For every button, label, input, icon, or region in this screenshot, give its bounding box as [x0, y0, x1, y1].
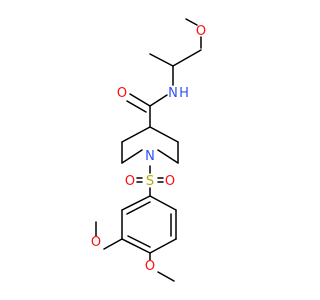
atom-o-methoxy-3-label: O [91, 235, 101, 250]
bond-nh-carbonyl [149, 94, 168, 107]
bond-ring-c2-n [157, 149, 179, 164]
atom-n-amide-h-label: H [179, 86, 189, 101]
atom-o-ether-top-label: O [196, 24, 206, 39]
atom-n-piperidine-label: N [145, 149, 155, 164]
bond-carbonyl-o-b [126, 100, 147, 113]
bond-ch-methyl [149, 53, 174, 67]
bond-carbonyl-o-a [129, 93, 151, 107]
bond-ar-inner-2 [127, 235, 151, 248]
atom-s-sulfonyl-label: S [146, 174, 154, 189]
molecule-structure: O N H O N S O O O O [91, 18, 206, 282]
bond-ar-c3-c4 [121, 238, 151, 254]
bond-ch2-ch [172, 49, 202, 67]
atom-n-amide-label: N [168, 86, 178, 101]
bond-ar-c6-c1 [149, 195, 177, 211]
atom-o-sulfonyl-left: O [125, 174, 135, 189]
bond-ring-n-c6 [121, 149, 143, 164]
atom-o-carbonyl-label: O [117, 86, 127, 101]
atom-o-carbonyl: O [117, 86, 127, 101]
bond-ring-c5-c4 [121, 126, 151, 143]
bond-ch3-o-top [185, 18, 198, 26]
atom-n-piperidine: N [145, 149, 155, 164]
bond-ring-c4-c3 [149, 126, 179, 143]
bond-ar-c4-c5 [149, 238, 177, 254]
atom-o-methoxy-3: O [91, 235, 101, 250]
bond-ar-o-3 [103, 238, 123, 250]
molecule-canvas: O N H O N S O O O O [91, 18, 206, 282]
atom-o-methoxy-4-label: O [145, 259, 155, 274]
bond-o4-ch3 [157, 271, 175, 282]
atom-o-sulfonyl-left-label: O [125, 174, 135, 189]
atom-o-sulfonyl-right-label: O [165, 174, 175, 189]
bond-ar-inner-1 [126, 201, 151, 215]
atom-o-methoxy-4: O [145, 259, 155, 274]
atom-s-sulfonyl: S [146, 174, 154, 189]
atom-o-ether-top: O [196, 24, 206, 39]
atom-n-amide: N H [168, 86, 189, 101]
atom-o-sulfonyl-right: O [165, 174, 175, 189]
bond-ar-c1-c2 [121, 195, 151, 211]
